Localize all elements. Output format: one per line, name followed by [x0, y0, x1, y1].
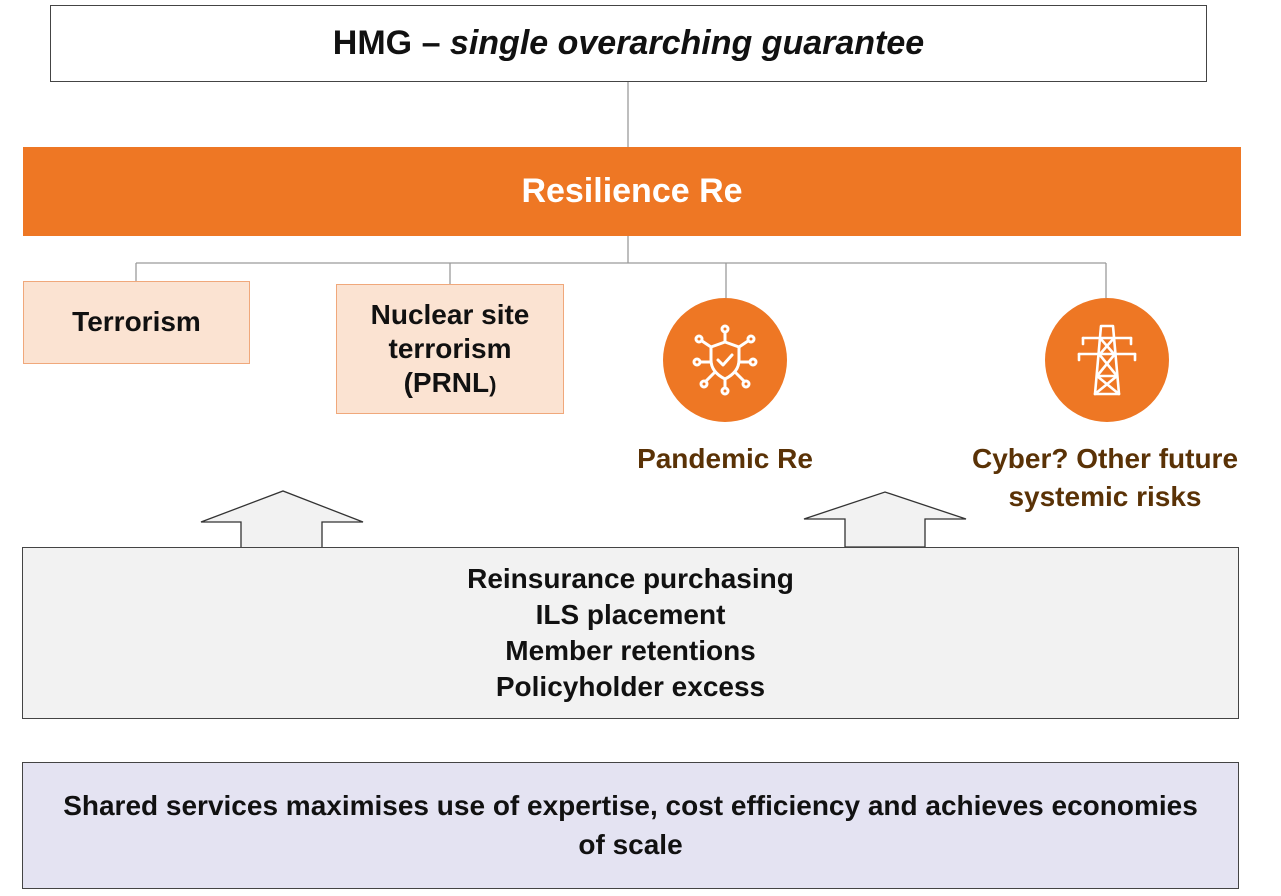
resilience-re-bar: Resilience Re	[23, 147, 1241, 236]
nuclear-terrorism-box: Nuclear site terrorism (PRNL)	[336, 284, 564, 414]
pandemic-re-text: Pandemic Re	[637, 443, 813, 474]
nuclear-line-3-paren: )	[489, 372, 497, 398]
nuclear-line-2: terrorism	[388, 332, 512, 364]
cyber-line-1: Cyber? Other future	[971, 443, 1239, 474]
right-up-arrow	[803, 491, 967, 548]
cyber-line-2: systemic risks	[1008, 480, 1202, 512]
terrorism-label: Terrorism	[72, 306, 201, 338]
hmg-guarantee-box: HMG – single overarching guarantee	[50, 5, 1207, 82]
cyber-circle	[1045, 298, 1169, 422]
nuclear-line-3: (PRNL	[403, 367, 490, 399]
pandemic-re-label: Pandemic Re	[560, 440, 890, 478]
support-line-excess: Policyholder excess	[495, 670, 766, 702]
hmg-subtitle: single overarching guarantee	[449, 24, 925, 62]
power-pylon-icon	[1077, 324, 1137, 396]
support-line-reinsurance: Reinsurance purchasing	[467, 563, 794, 595]
nuclear-line-1: Nuclear site	[370, 298, 530, 330]
left-up-arrow	[200, 490, 364, 550]
virus-shield-icon	[692, 324, 758, 396]
hmg-title: HMG –	[332, 24, 450, 62]
terrorism-box: Terrorism	[23, 281, 250, 364]
support-line-ils: ILS placement	[535, 599, 726, 631]
support-box: Reinsurance purchasing ILS placement Mem…	[22, 547, 1239, 719]
cyber-label: Cyber? Other future systemic risks	[930, 440, 1280, 516]
pandemic-circle	[663, 298, 787, 422]
shared-services-text: Shared services maximises use of experti…	[63, 790, 1198, 860]
shared-services-box: Shared services maximises use of experti…	[22, 762, 1239, 889]
resilience-re-label: Resilience Re	[521, 172, 743, 210]
support-line-retentions: Member retentions	[505, 635, 756, 666]
